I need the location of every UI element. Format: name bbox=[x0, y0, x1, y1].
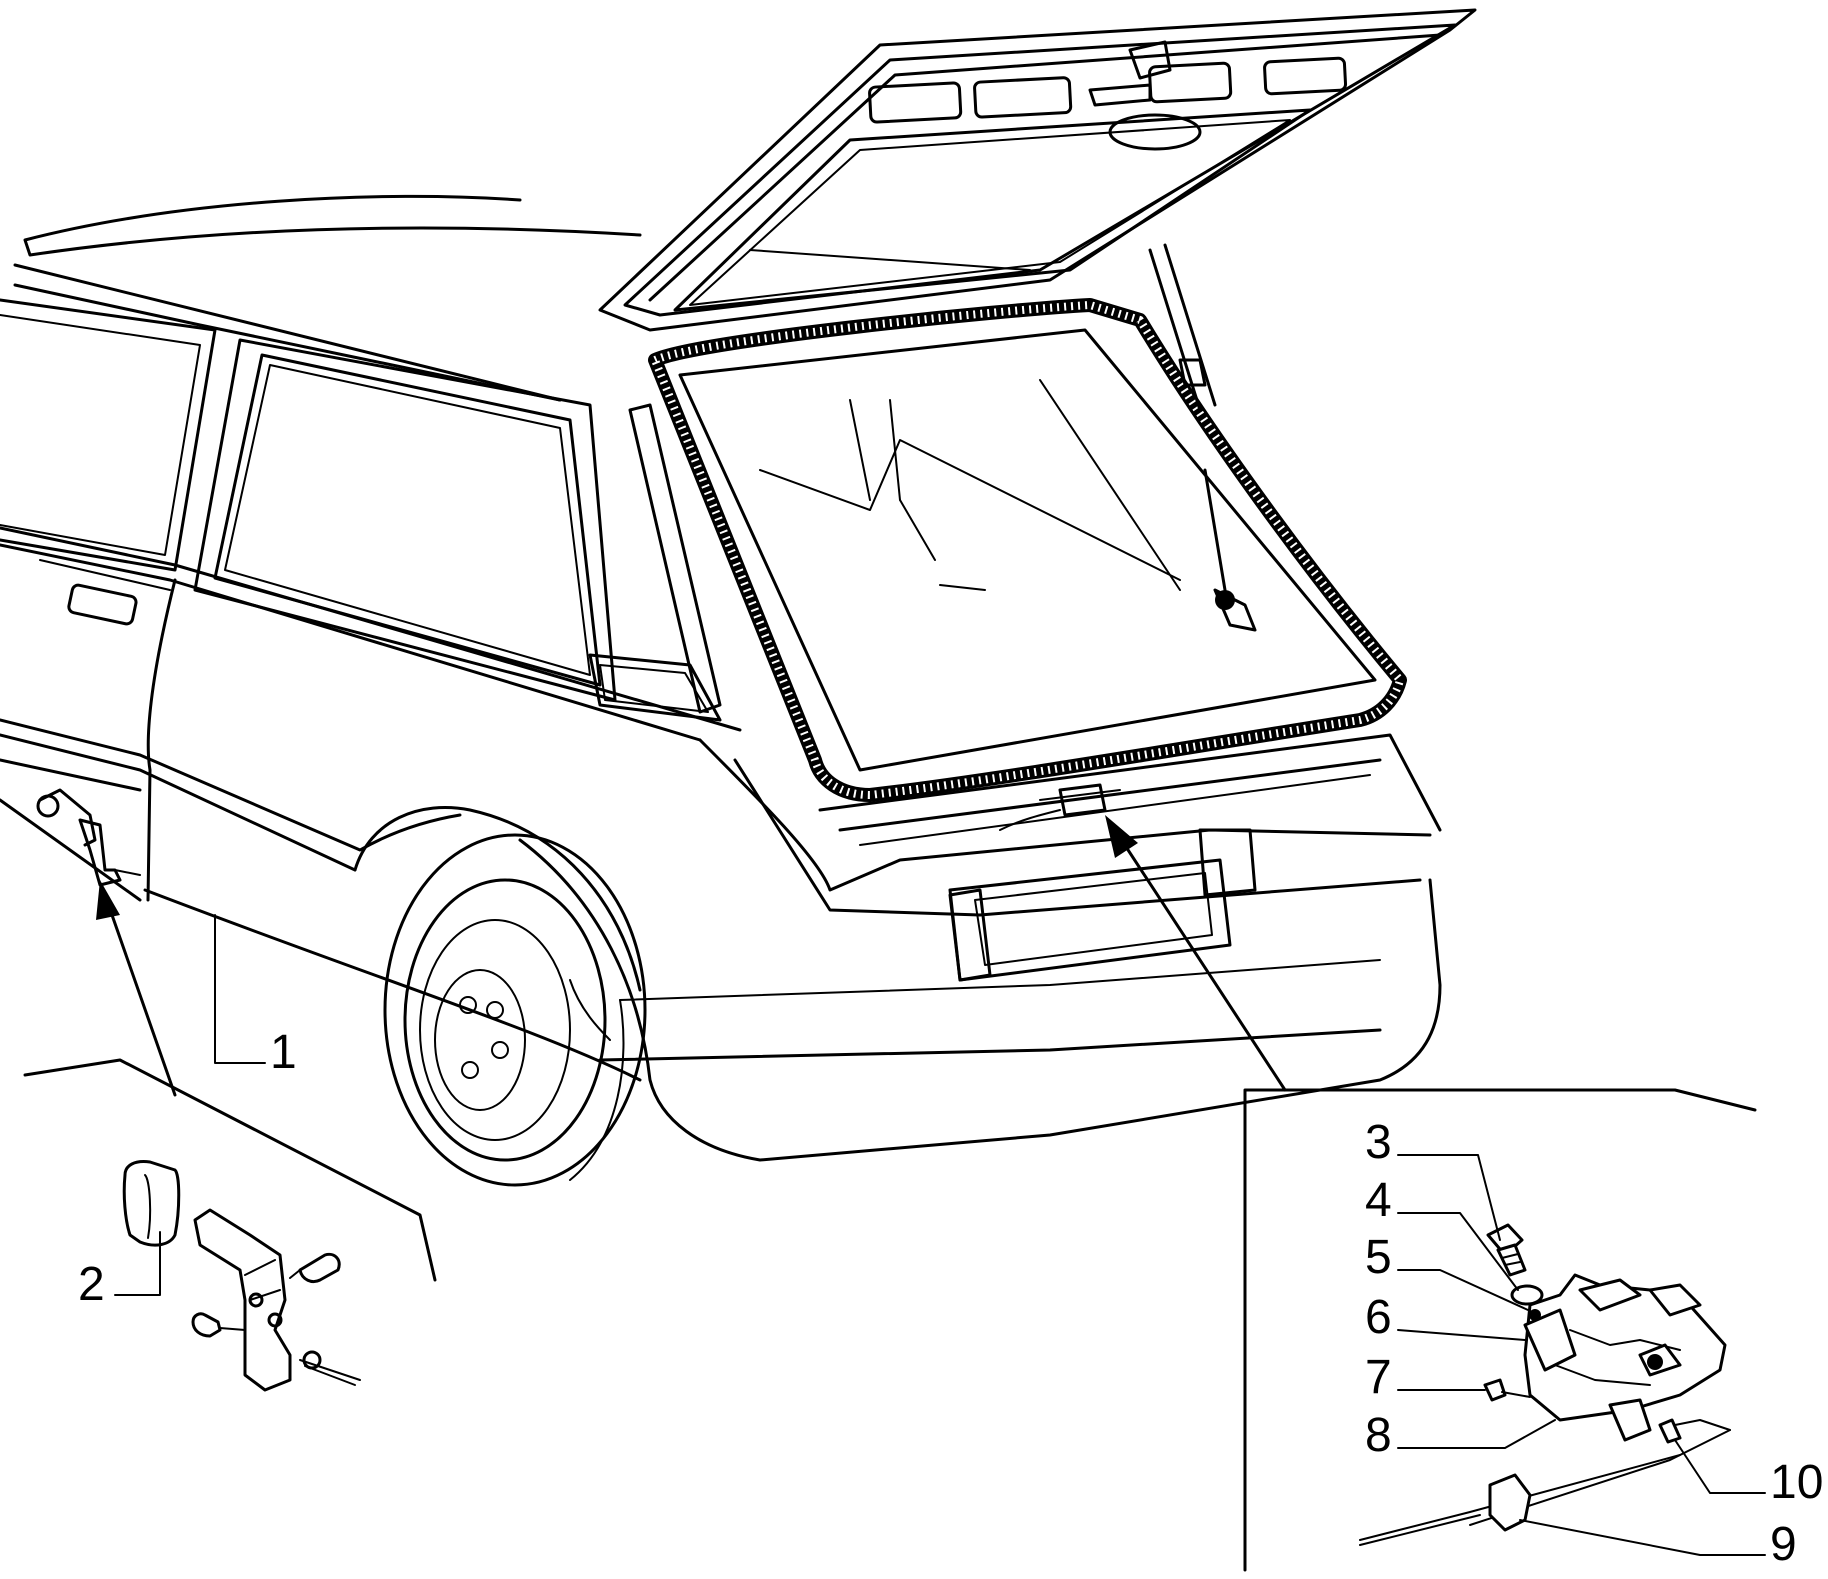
callout-4: 4 bbox=[1365, 1174, 1392, 1227]
callout-6: 6 bbox=[1365, 1291, 1392, 1344]
leader-lines bbox=[114, 914, 1766, 1556]
callout-10: 10 bbox=[1770, 1456, 1823, 1509]
car-body-illustration bbox=[0, 8, 1477, 1187]
callout-3: 3 bbox=[1365, 1116, 1392, 1169]
callout-5: 5 bbox=[1365, 1231, 1392, 1284]
lock-assembly-detail bbox=[1243, 1088, 1757, 1572]
callout-labels: 1 2 3 4 5 6 7 8 10 9 bbox=[78, 1026, 1823, 1571]
hinge-detail bbox=[23, 788, 437, 1392]
callout-1: 1 bbox=[270, 1026, 297, 1079]
callout-8: 8 bbox=[1365, 1409, 1392, 1462]
callout-9: 9 bbox=[1770, 1518, 1797, 1571]
pointer-arrows bbox=[96, 815, 1287, 1097]
callout-7: 7 bbox=[1365, 1351, 1392, 1404]
callout-2: 2 bbox=[78, 1258, 105, 1311]
